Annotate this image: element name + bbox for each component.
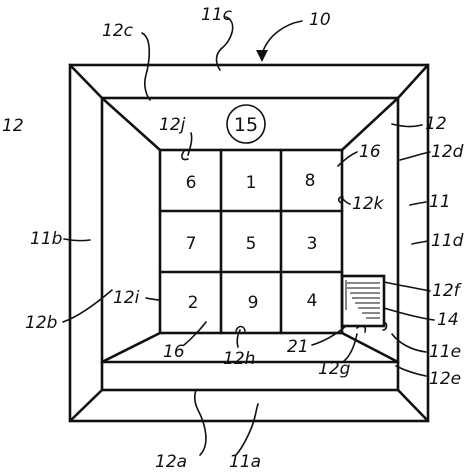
cell-number: 7 bbox=[186, 234, 197, 254]
ref-label-11a: 11a bbox=[229, 452, 261, 472]
ref-label-11: 11 bbox=[429, 192, 451, 212]
score-badge: 15 bbox=[226, 104, 266, 144]
reference-labels: 10 11c 12c 12 12j 12 16 12d 12k 11 11b 1… bbox=[2, 5, 464, 472]
ref-label-12: 12 bbox=[2, 116, 24, 136]
ref-label-11e: 11e bbox=[429, 342, 461, 362]
ref-label-12d: 12d bbox=[431, 142, 464, 162]
outer-frame bbox=[68, 63, 430, 423]
cell-number: 8 bbox=[305, 171, 316, 191]
cell-number: 9 bbox=[248, 293, 259, 313]
ref-label-12b: 12b bbox=[25, 313, 57, 333]
ref-label-12k: 12k bbox=[352, 194, 385, 214]
ref-label-12c: 12c bbox=[102, 21, 134, 41]
ref-label-12i: 12i bbox=[113, 288, 140, 308]
ref-label-11c: 11c bbox=[201, 5, 233, 25]
empty-slot bbox=[340, 274, 386, 328]
ref-label-12h: 12h bbox=[223, 349, 255, 369]
ref-label-16-top: 16 bbox=[359, 142, 381, 162]
ref-label-14: 14 bbox=[437, 310, 459, 330]
ref-label-12j: 12j bbox=[159, 115, 186, 135]
ref-label-11d: 11d bbox=[431, 231, 464, 251]
inner-tray bbox=[100, 96, 400, 364]
detent-marks bbox=[181, 150, 388, 333]
leader-lines bbox=[62, 16, 435, 456]
ref-label-12f: 12f bbox=[432, 281, 463, 301]
arrow-head bbox=[256, 50, 268, 62]
ref-label-12g: 12g bbox=[318, 359, 351, 379]
ref-label-11b: 11b bbox=[30, 229, 62, 249]
grid-numbers: 6 1 8 7 5 3 2 9 4 bbox=[186, 171, 318, 313]
badge-number: 15 bbox=[234, 114, 258, 136]
cell-number: 2 bbox=[188, 293, 199, 313]
ref-label-12-right: 12 bbox=[425, 114, 447, 134]
puzzle-grid bbox=[158, 148, 344, 335]
cell-number: 1 bbox=[246, 173, 257, 193]
ref-label-16-bottom: 16 bbox=[163, 342, 185, 362]
cell-number: 6 bbox=[186, 173, 197, 193]
ref-label-12a: 12a bbox=[155, 452, 187, 472]
ref-label-21: 21 bbox=[287, 337, 309, 357]
cell-number: 4 bbox=[307, 291, 318, 311]
ref-label-12e: 12e bbox=[429, 369, 461, 389]
cell-number: 5 bbox=[246, 234, 257, 254]
cell-number: 3 bbox=[307, 234, 318, 254]
ref-label-10: 10 bbox=[309, 10, 331, 30]
